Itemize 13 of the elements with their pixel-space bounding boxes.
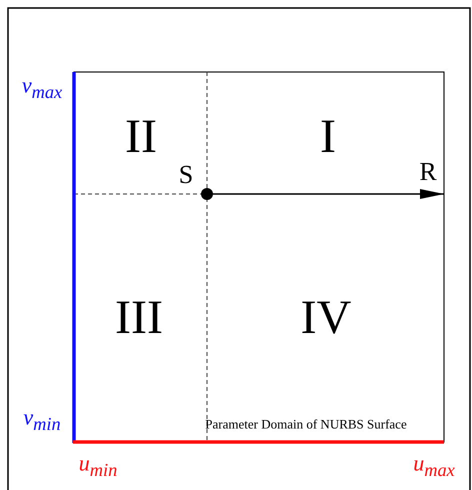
quadrant-label: IV	[300, 294, 352, 342]
axis-label: v$_{min}$	[23, 406, 61, 434]
quadrant-label: I	[320, 113, 336, 161]
arrow	[213, 189, 444, 199]
quadrant-label: II	[125, 113, 157, 161]
axis-label: v$_{max}$	[22, 74, 62, 102]
quadrant-label: III	[115, 294, 163, 342]
axis-label: u$_{max}$	[413, 452, 455, 480]
axis-label: u$_{min}$	[78, 452, 118, 480]
point-marker	[201, 188, 213, 200]
point-label: R	[412, 160, 444, 194]
point-label: S	[178, 162, 194, 188]
caption: Parameter Domain of NURBS Surface	[205, 418, 407, 430]
